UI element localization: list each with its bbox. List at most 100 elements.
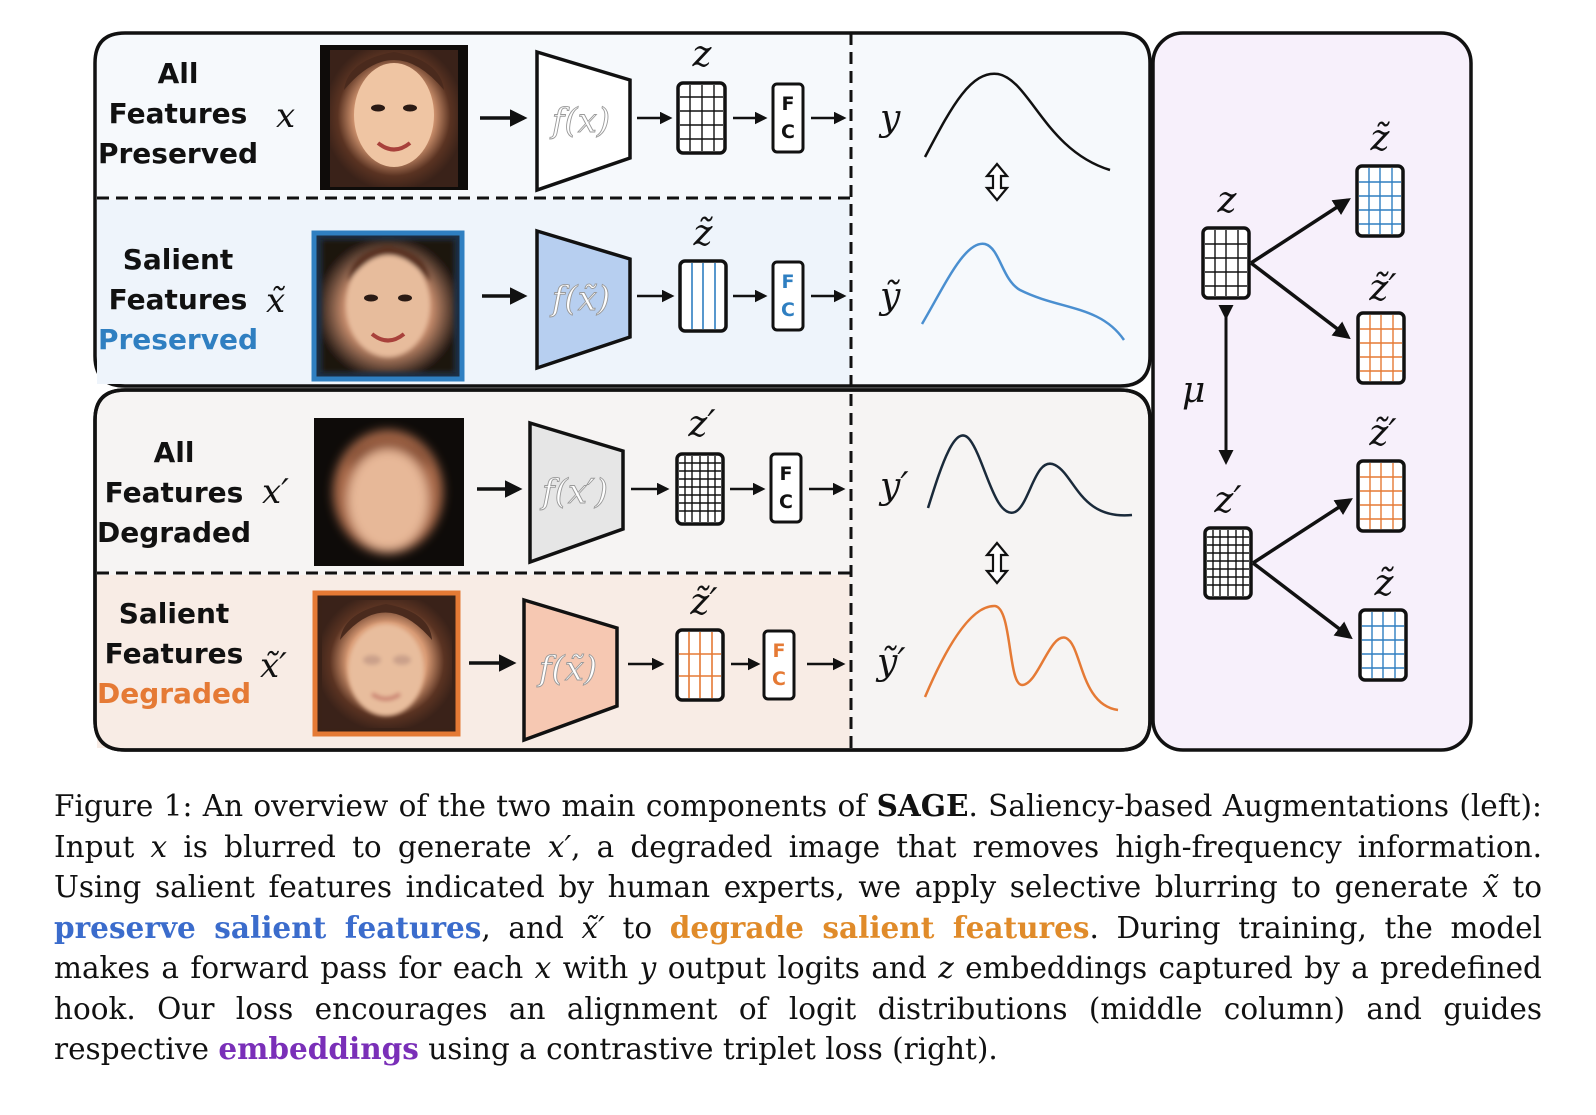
row-all-preserved: All Features Preserved x f(x) z F C y xyxy=(98,34,1111,193)
row3-label-line3: Degraded xyxy=(97,516,251,549)
row-salient-degraded: Salient Features Degraded x̃′ f(x̃) z̃′ … xyxy=(97,582,1119,743)
caption-degrade-highlight: degrade salient features xyxy=(669,909,1090,945)
double-arrow-top xyxy=(984,162,1010,202)
caption-text: , a degraded image that removes high-fre… xyxy=(54,829,1542,905)
arrow-z-to-z-tilde xyxy=(1250,198,1351,265)
fc-label-c: C xyxy=(779,491,793,513)
fc-label-f: F xyxy=(782,271,795,293)
arrow-z-prime-to-z-tilde-prime xyxy=(1252,498,1353,565)
arrow-z-to-z-tilde-prime xyxy=(1249,261,1351,340)
row-all-degraded: All Features Degraded x′ f(x′) z′ F C y′ xyxy=(97,404,1133,566)
row2-input-symbol: x̃ xyxy=(266,281,286,321)
row4-label-line3: Degraded xyxy=(97,677,251,710)
row1-embedding-symbol: z xyxy=(692,34,713,75)
caption-text: output logits and xyxy=(667,951,927,985)
caption-text: to xyxy=(622,910,653,945)
triplet-anchor-top-symbol: z xyxy=(1217,180,1238,221)
logit-curve-y-prime xyxy=(926,434,1133,517)
row3-embedding-symbol: z′ xyxy=(687,404,715,445)
caption-var-x-tilde-prime: x̃′ xyxy=(581,910,605,945)
row2-label-line2: Features xyxy=(109,283,248,316)
triplet-loss-diagram: z z̃ z̃′ μ z′ z̃′ z̃ xyxy=(1182,118,1408,682)
caption-var-x: x xyxy=(150,829,168,864)
arrow-z-prime-to-z-tilde xyxy=(1251,561,1353,640)
triplet-grid-z-tilde-prime-1 xyxy=(1356,311,1406,385)
figure-caption: Figure 1: An overview of the two main co… xyxy=(54,786,1542,1070)
triplet-grid-z-tilde-1 xyxy=(1355,164,1405,238)
row4-label-line2: Features xyxy=(105,637,244,670)
encoder-trapezoid xyxy=(535,228,632,371)
row1-output-symbol: y xyxy=(878,98,901,139)
fc-layer-box xyxy=(769,452,803,524)
triplet-grid-z-tilde-2 xyxy=(1358,608,1408,682)
row3-input-symbol: x′ xyxy=(262,472,289,512)
triplet-grid-z-prime xyxy=(1203,526,1253,600)
embedding-grid-z-tilde xyxy=(678,259,728,333)
row1-encoder-label: f(x) xyxy=(549,101,610,141)
face-image-blurred xyxy=(314,418,464,566)
caption-text: to xyxy=(1512,870,1542,904)
caption-var-x: x xyxy=(534,951,552,985)
row3-label-line2: Features xyxy=(105,476,244,509)
caption-text: An overview of the two main components o… xyxy=(202,789,867,823)
row3-encoder-label: f(x′) xyxy=(539,472,608,512)
caption-var-x-prime: x′ xyxy=(547,829,572,864)
caption-var-z: z xyxy=(938,951,954,985)
caption-text: using a contrastive triplet loss (right)… xyxy=(428,1032,998,1066)
row1-label-line3: Preserved xyxy=(98,137,258,170)
row2-encoder-label: f(x̃) xyxy=(549,279,610,319)
row4-label-line1: Salient xyxy=(119,597,230,630)
caption-text: embeddings captured by a predefined hook… xyxy=(54,951,1542,1066)
caption-var-y: y xyxy=(639,951,657,985)
triplet-mu-symbol: μ xyxy=(1182,370,1205,411)
triplet-out4-symbol: z̃ xyxy=(1374,563,1395,604)
row3-output-symbol: y′ xyxy=(878,466,909,507)
caption-preserve-highlight: preserve salient features xyxy=(54,909,482,945)
fc-label-c: C xyxy=(781,121,795,143)
triplet-out2-symbol: z̃′ xyxy=(1368,268,1396,309)
row4-embedding-symbol: z̃′ xyxy=(689,582,717,623)
caption-text: is blurred to generate xyxy=(183,829,532,864)
caption-figure-label: Figure 1: xyxy=(54,789,193,823)
logit-curve-y-tilde xyxy=(920,242,1126,341)
embedding-grid-z xyxy=(676,81,727,155)
row1-label-line2: Features xyxy=(109,97,248,130)
caption-sage: SAGE xyxy=(876,788,969,823)
row2-label-line3: Preserved xyxy=(98,323,258,356)
triplet-out1-symbol: z̃ xyxy=(1370,118,1391,159)
embedding-grid-z-tilde-prime xyxy=(675,628,725,702)
sage-overview-figure: All Features Preserved x f(x) z F C y xyxy=(93,31,1473,752)
fc-layer-box xyxy=(771,260,805,332)
caption-text: , and xyxy=(481,910,564,945)
fc-layer-box xyxy=(771,82,805,154)
double-arrow-bottom xyxy=(984,541,1010,585)
fc-layer-box xyxy=(762,629,796,701)
caption-text: with xyxy=(562,951,629,985)
caption-text: . Saliency-based Augmentations (left): I… xyxy=(54,789,1542,864)
logit-curve-y xyxy=(923,72,1111,172)
triplet-anchor-bottom-symbol: z′ xyxy=(1213,480,1241,521)
row4-encoder-label: f(x̃) xyxy=(536,649,597,689)
row1-label-line1: All xyxy=(158,57,199,90)
fc-label-f: F xyxy=(780,463,793,485)
fc-label-c: C xyxy=(781,299,795,321)
triplet-grid-z-tilde-prime-2 xyxy=(1356,459,1406,533)
encoder-trapezoid xyxy=(522,597,619,743)
row2-embedding-symbol: z̃ xyxy=(693,213,714,254)
encoder-trapezoid xyxy=(528,420,625,565)
caption-var-x-tilde: x̃ xyxy=(1482,870,1499,904)
row4-input-symbol: x̃′ xyxy=(260,646,287,686)
row4-output-symbol: ỹ′ xyxy=(875,642,906,683)
triplet-grid-z xyxy=(1201,226,1251,300)
encoder-trapezoid xyxy=(535,49,632,193)
embedding-grid-z-prime xyxy=(675,452,725,526)
row2-label-line1: Salient xyxy=(123,243,234,276)
logit-curve-y-tilde-prime xyxy=(923,604,1119,712)
row-salient-preserved: Salient Features Preserved x̃ f(x̃) z̃ F… xyxy=(98,213,1126,382)
caption-embeddings-highlight: embeddings xyxy=(218,1031,419,1066)
triplet-out3-symbol: z̃′ xyxy=(1368,413,1396,454)
row3-label-line1: All xyxy=(154,436,195,469)
row1-input-symbol: x xyxy=(276,96,295,136)
face-image-salient-degraded xyxy=(312,590,461,737)
caption-text: . During training, the model makes a for… xyxy=(54,910,1542,986)
